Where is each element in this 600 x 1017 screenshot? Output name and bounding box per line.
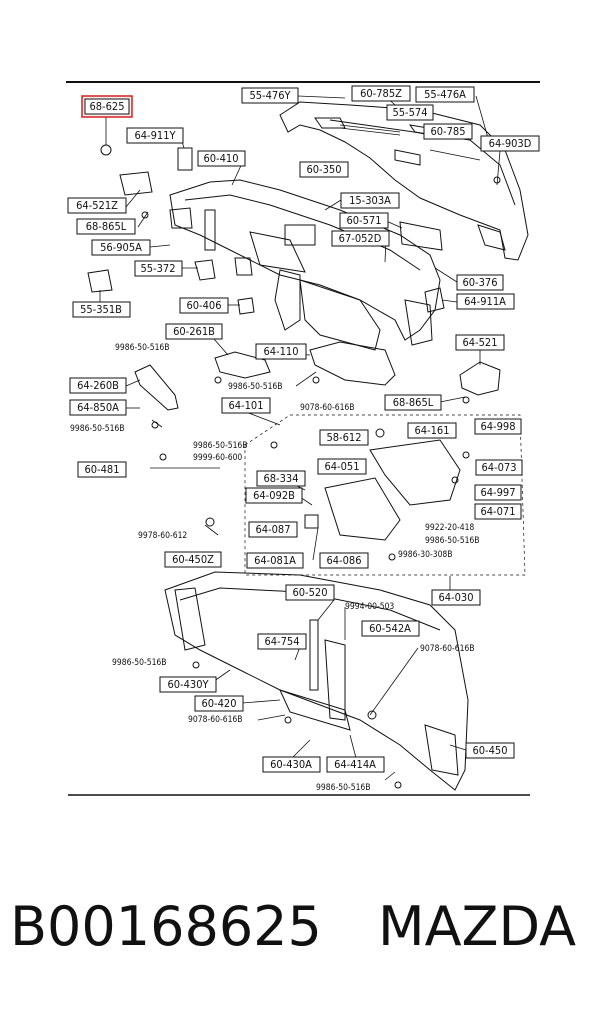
part-label-64-997: 64-997 <box>480 486 515 499</box>
part-label-58-612: 58-612 <box>326 431 361 444</box>
screw-label-9986-50-516B-e: 9986-50-516B <box>425 536 480 546</box>
part-box-68-625 <box>84 98 130 115</box>
part-label-64-754: 64-754 <box>264 635 299 648</box>
screw-label-9986-30-308B: 9986-30-308B <box>398 550 453 560</box>
part-label-68-625: 68-625 <box>89 100 124 113</box>
part-label-60-420: 60-420 <box>201 697 236 710</box>
part-label-60-430A: 60-430A <box>270 758 312 771</box>
screw-label-9986-50-516B-f: 9986-50-516B <box>112 658 167 668</box>
part-label-60-520: 60-520 <box>292 586 327 599</box>
screw-label-9078-60-616B-a: 9078-60-616B <box>300 403 355 413</box>
part-label-60-406: 60-406 <box>186 299 221 312</box>
part-label-64-087: 64-087 <box>255 523 290 536</box>
part-label-67-052D: 67-052D <box>339 232 382 245</box>
part-label-64-071: 64-071 <box>480 505 515 518</box>
part-label-64-073: 64-073 <box>481 461 516 474</box>
part-label-68-865L-top: 68-865L <box>86 220 127 233</box>
part-label-55-476Y: 55-476Y <box>249 89 291 102</box>
footer: B00168625 MAZDA <box>0 895 600 985</box>
part-label-64-850A: 64-850A <box>77 401 119 414</box>
part-label-60-571: 60-571 <box>346 214 381 227</box>
fasteners <box>141 176 501 789</box>
part-label-55-574: 55-574 <box>392 106 427 119</box>
part-label-64-092B: 64-092B <box>253 489 295 502</box>
part-label-55-476A: 55-476A <box>424 88 466 101</box>
part-label-64-521Z: 64-521Z <box>76 199 118 212</box>
part-label-68-334: 68-334 <box>263 472 298 485</box>
part-label-60-542A: 60-542A <box>369 622 411 635</box>
part-label-64-521: 64-521 <box>462 336 497 349</box>
part-label-64-161: 64-161 <box>414 424 449 437</box>
screw-label-9986-50-516B-a: 9986-50-516B <box>115 343 170 353</box>
part-label-64-911Y: 64-911Y <box>134 129 176 142</box>
part-label-60-450Z: 60-450Z <box>172 553 214 566</box>
part-label-55-351B: 55-351B <box>80 303 122 316</box>
part-label-64-414A: 64-414A <box>334 758 376 771</box>
part-label-60-450: 60-450 <box>472 744 507 757</box>
screw-label-9986-50-516B-g: 9986-50-516B <box>316 783 371 793</box>
part-label-15-303A: 15-303A <box>349 194 391 207</box>
screw-label-9978-60-612: 9978-60-612 <box>138 531 187 541</box>
brand-name: MAZDA <box>378 895 577 958</box>
upper-dash-assembly <box>87 101 529 411</box>
part-label-64-081A: 64-081A <box>254 554 296 567</box>
part-label-64-086: 64-086 <box>326 554 361 567</box>
part-label-64-101: 64-101 <box>228 399 263 412</box>
part-code: B00168625 <box>10 895 322 958</box>
screw-label-9999-60-600: 9999-60-600 <box>193 453 242 463</box>
part-label-64-030: 64-030 <box>438 591 473 604</box>
part-label-60-785Z: 60-785Z <box>360 87 402 100</box>
screw-label-9994-00-503: 9994-00-503 <box>345 602 394 612</box>
part-label-64-110: 64-110 <box>263 345 298 358</box>
screw-label-9986-50-516B-c: 9986-50-516B <box>70 424 125 434</box>
part-label-55-372: 55-372 <box>140 262 175 275</box>
part-label-60-481: 60-481 <box>84 463 119 476</box>
part-label-56-905A: 56-905A <box>100 241 142 254</box>
screw-label-9922-20-418: 9922-20-418 <box>425 523 474 533</box>
part-label-60-785: 60-785 <box>430 125 465 138</box>
part-label-60-430Y: 60-430Y <box>167 678 209 691</box>
part-label-60-410: 60-410 <box>203 152 238 165</box>
part-label-60-376: 60-376 <box>462 276 497 289</box>
part-label-64-998: 64-998 <box>480 420 515 433</box>
part-label-64-903D: 64-903D <box>489 137 532 150</box>
screw-label-9986-50-516B-b: 9986-50-516B <box>228 382 283 392</box>
part-label-68-865L-right: 68-865L <box>393 396 434 409</box>
parts-diagram: 68-625 55-476Y 60-785Z 55-476A 55-574 64… <box>66 81 540 796</box>
part-label-64-051: 64-051 <box>324 460 359 473</box>
part-label-60-350: 60-350 <box>306 163 341 176</box>
part-label-60-261B: 60-261B <box>173 325 215 338</box>
part-label-64-260B: 64-260B <box>77 379 119 392</box>
screw-label-9078-60-616B-b: 9078-60-616B <box>420 644 475 654</box>
part-label-64-911A: 64-911A <box>464 295 506 308</box>
screw-label-9078-60-616B-c: 9078-60-616B <box>188 715 243 725</box>
screw-label-9986-50-516B-d: 9986-50-516B <box>193 441 248 451</box>
